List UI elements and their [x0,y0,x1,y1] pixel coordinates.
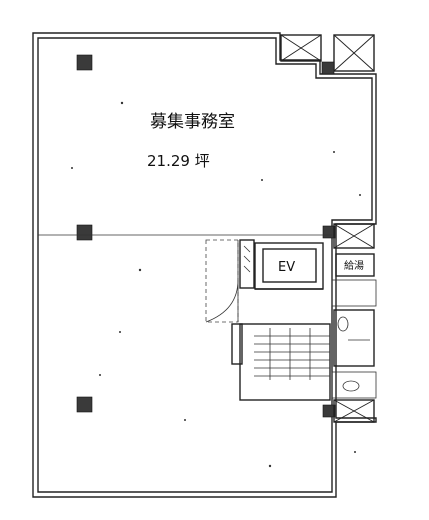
outer-wall [32,32,377,498]
small-room [335,253,375,277]
shaft-top [280,34,375,75]
small-room-label: 給湯 [344,259,364,272]
stair-treads [254,328,330,380]
toilet-room [333,309,375,367]
office-name: 募集事務室 [150,112,235,132]
office-marks [71,101,361,468]
structural-columns [76,54,336,418]
core-area [205,223,377,423]
elevator-car [262,248,317,283]
office-area: 21.29 坪 [147,152,210,170]
elevator-label: EV [278,260,295,275]
